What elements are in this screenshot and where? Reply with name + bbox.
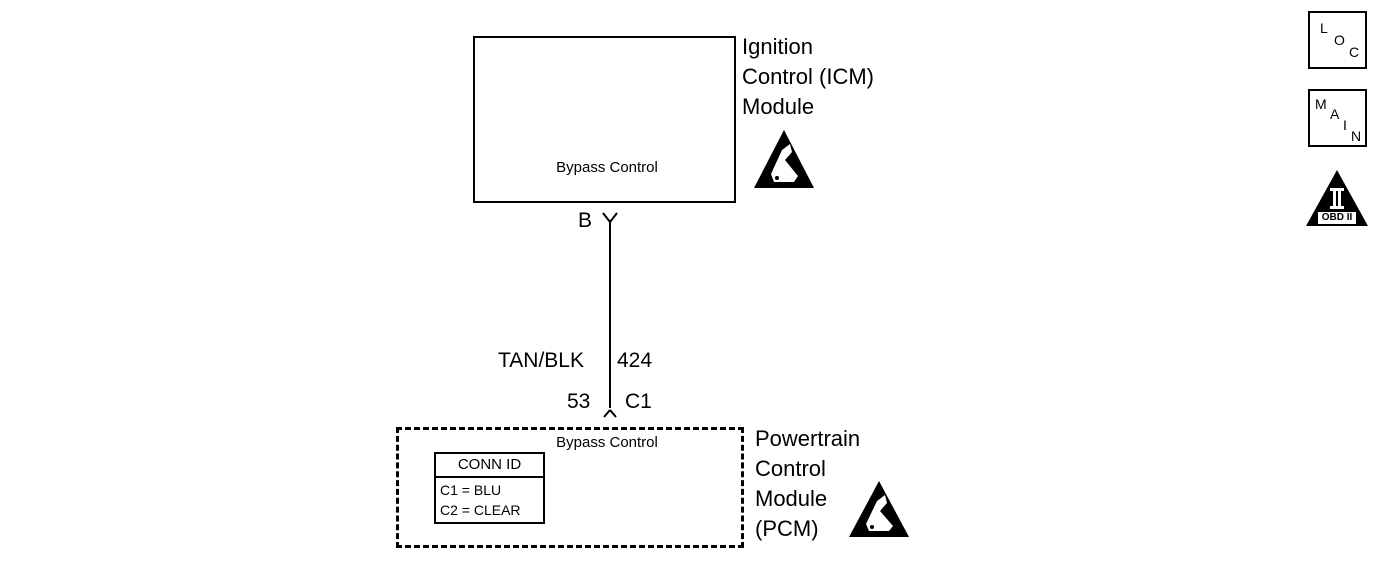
pcm-name-line-2: Control	[755, 456, 826, 481]
main-button[interactable]: M A I N	[1308, 89, 1367, 147]
icm-name-line-3: Module	[742, 94, 815, 119]
pcm-module-box	[396, 427, 744, 548]
pcm-name-line-4: (PCM)	[755, 516, 819, 541]
loc-letter-c: C	[1349, 44, 1360, 60]
main-letter-i: I	[1343, 117, 1347, 133]
icm-name-line-1: Ignition	[742, 34, 813, 59]
pin-number-label: 53	[567, 390, 591, 413]
icm-module-name: Ignition Control (ICM) Module	[742, 32, 874, 122]
esd-sensitive-icon	[849, 481, 909, 537]
main-letter-m: M	[1315, 96, 1327, 112]
pcm-module-name: Powertrain Control Module (PCM)	[755, 424, 860, 544]
loc-letter-l: L	[1320, 20, 1328, 36]
connector-id-row: C2 = CLEAR	[440, 502, 521, 518]
icm-terminal-connector-icon	[602, 212, 618, 223]
pcm-terminal-connector-icon	[603, 409, 617, 418]
obd-ii-icon[interactable]	[1306, 170, 1368, 226]
loc-button[interactable]: L O C	[1308, 11, 1367, 69]
connector-id-table: CONN ID C1 = BLU C2 = CLEAR	[434, 452, 545, 524]
wire-color-label: TAN/BLK	[498, 349, 584, 372]
obd-ii-label: OBD II	[1321, 212, 1353, 223]
icm-terminal-letter: B	[578, 209, 593, 232]
main-letter-n: N	[1351, 128, 1362, 144]
pcm-name-line-3: Module	[755, 486, 828, 511]
connector-id-title: CONN ID	[436, 454, 543, 478]
esd-sensitive-icon	[754, 130, 814, 188]
connector-label: C1	[625, 390, 652, 413]
circuit-number-label: 424	[617, 349, 653, 372]
icm-pin-label: Bypass Control	[556, 159, 658, 176]
icm-module-box	[473, 36, 736, 203]
pcm-name-line-1: Powertrain	[755, 426, 861, 451]
main-letter-a: A	[1330, 106, 1340, 122]
pcm-pin-label: Bypass Control	[556, 434, 658, 451]
icm-name-line-2: Control (ICM)	[742, 64, 875, 89]
connector-id-row: C1 = BLU	[440, 482, 502, 498]
loc-letter-o: O	[1334, 32, 1345, 48]
